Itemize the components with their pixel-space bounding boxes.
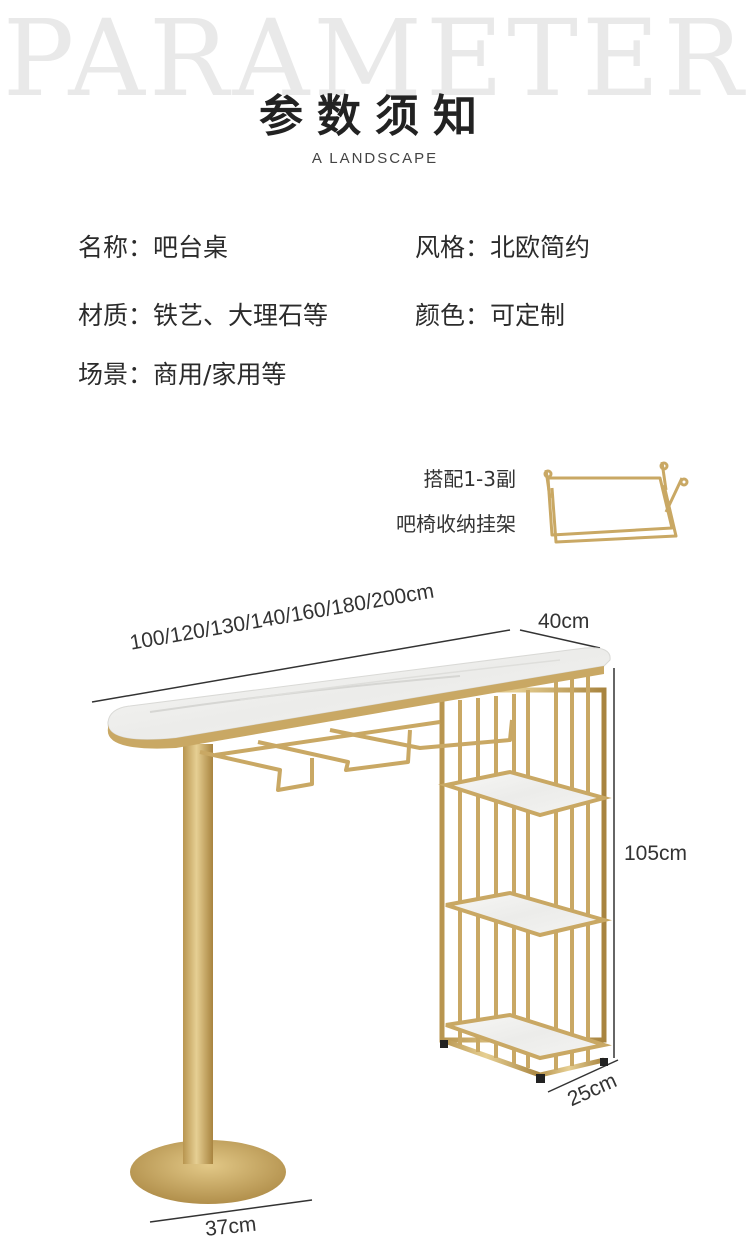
cabinet-bars [458,675,590,1070]
dimension-height-label: 105cm [624,842,688,865]
page-title: 参数须知 [259,91,491,142]
param-style: 风格：北欧简约 [415,233,591,262]
tabletop-edge [107,666,604,749]
cabinet-frame [439,672,607,1078]
marble-shelves [438,769,612,1061]
accessory-note-line2: 吧椅收纳挂架 [396,512,516,536]
page-subtitle: A LANDSCAPE [311,150,439,167]
watermark-parameter: PARAMETER [2,0,748,120]
hanging-rack-icon [543,461,689,544]
dimension-line-length [91,629,511,703]
param-material: 材质：铁艺、大理石等 [78,301,329,330]
round-base [130,1140,286,1204]
dimension-lines [91,629,619,1223]
dimension-depth-label: 40cm [538,610,590,633]
support-pole [183,744,213,1164]
dimension-line-base [149,1199,313,1223]
param-color: 颜色：可定制 [415,301,566,330]
accessory-note-line1: 搭配1-3副 [423,467,516,491]
param-name: 名称：吧台桌 [78,233,229,262]
marble-tabletop [107,647,611,741]
param-scene: 场景：商用/家用等 [78,360,287,389]
dimension-line-depth [519,629,601,649]
cabinet-feet [440,1040,608,1083]
glass-rack [199,719,514,792]
